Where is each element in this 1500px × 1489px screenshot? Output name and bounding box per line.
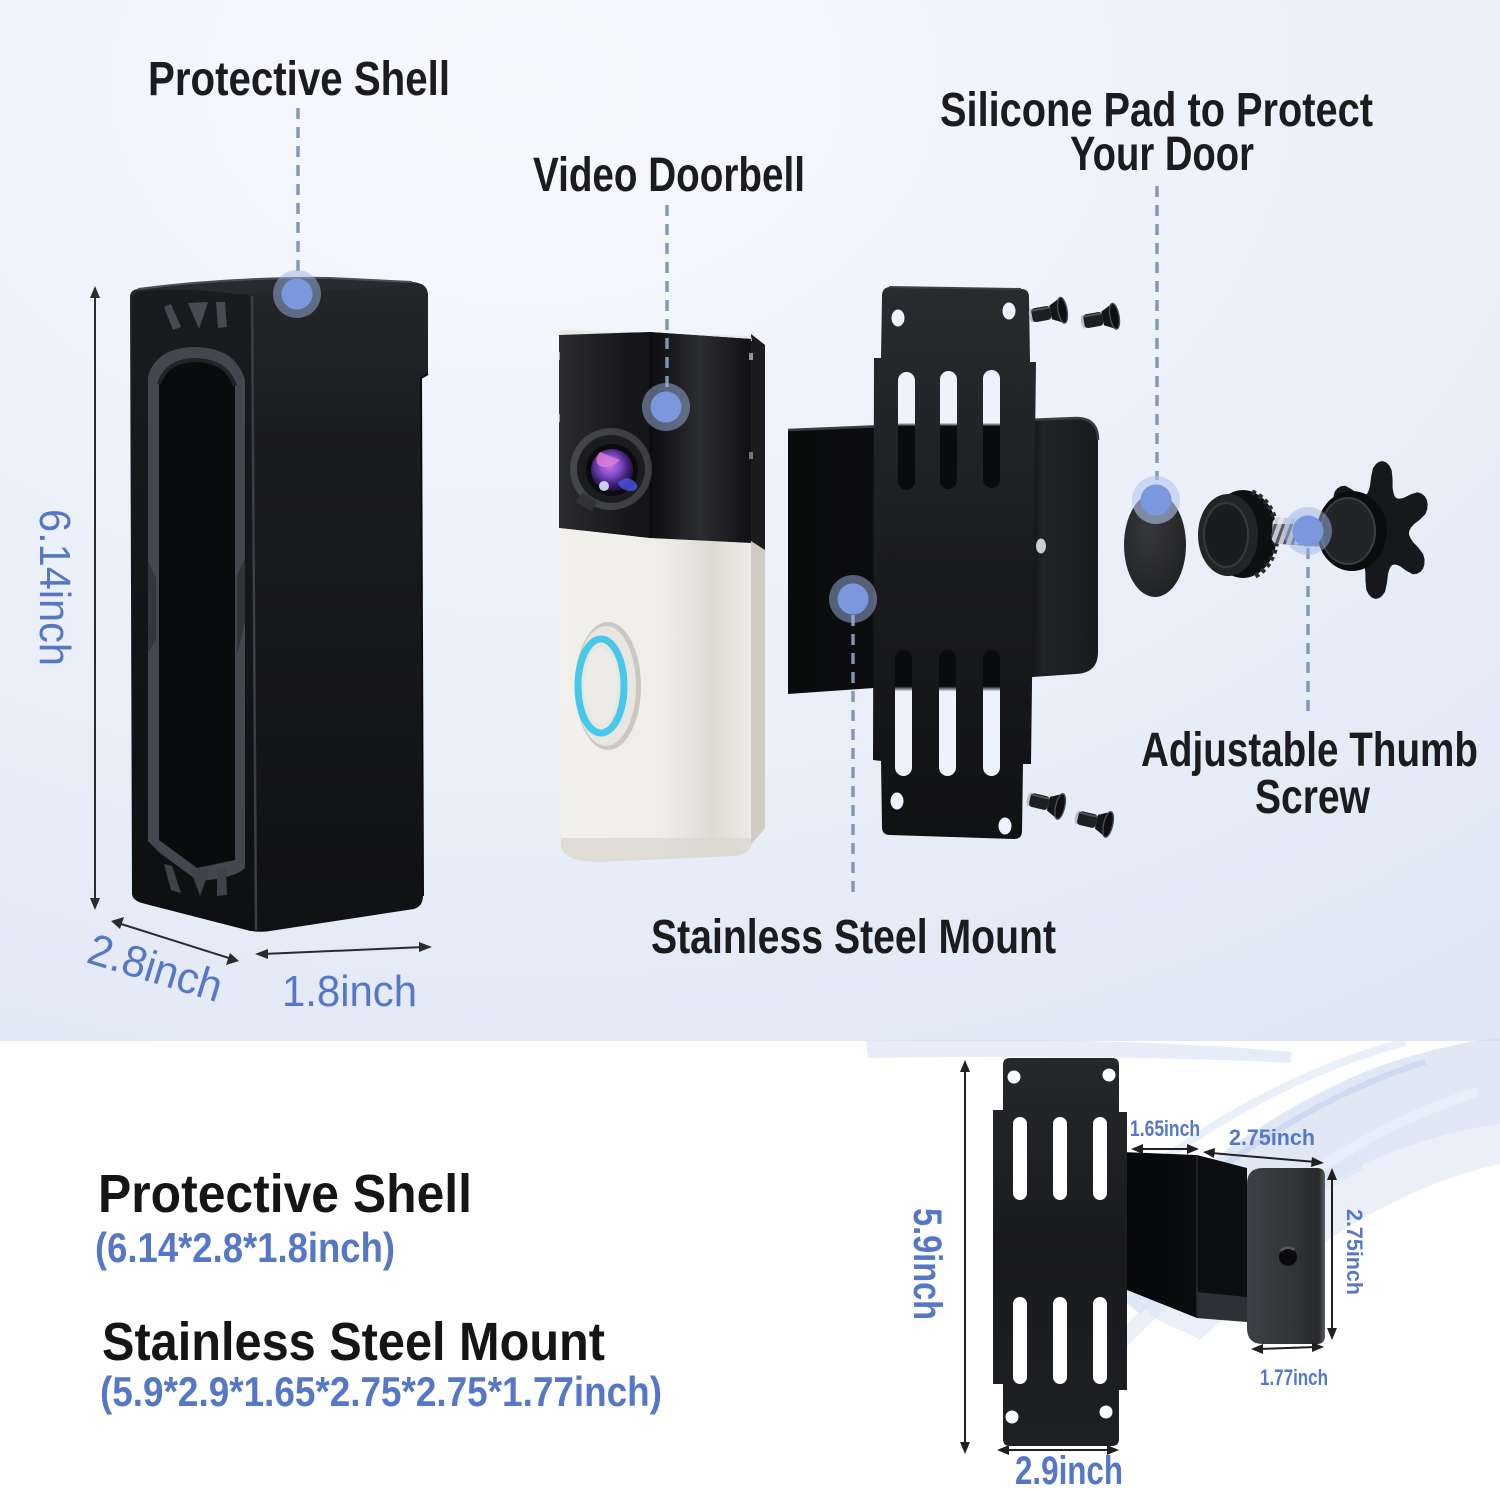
- svg-text:5.9inch: 5.9inch: [905, 1208, 949, 1320]
- svg-text:(5.9*2.9*1.65*2.75*2.75*1.77in: (5.9*2.9*1.65*2.75*2.75*1.77inch): [100, 1368, 662, 1415]
- svg-text:Protective Shell: Protective Shell: [98, 1164, 472, 1224]
- svg-text:2.75inch: 2.75inch: [1342, 1209, 1367, 1295]
- svg-text:Adjustable Thumb: Adjustable Thumb: [1141, 724, 1478, 777]
- svg-text:Your Door: Your Door: [1070, 128, 1254, 181]
- svg-text:2.75inch: 2.75inch: [1229, 1125, 1315, 1150]
- svg-text:Silicone Pad to Protect: Silicone Pad to Protect: [940, 84, 1373, 137]
- svg-text:6.14inch: 6.14inch: [30, 509, 79, 666]
- svg-text:Video Doorbell: Video Doorbell: [533, 149, 805, 202]
- svg-text:Screw: Screw: [1255, 771, 1371, 824]
- svg-text:(6.14*2.8*1.8inch): (6.14*2.8*1.8inch): [95, 1224, 395, 1271]
- svg-text:Stainless Steel Mount: Stainless Steel Mount: [651, 911, 1056, 964]
- svg-text:1.65inch: 1.65inch: [1130, 1116, 1200, 1141]
- svg-text:1.77inch: 1.77inch: [1260, 1365, 1328, 1390]
- svg-text:1.8inch: 1.8inch: [282, 967, 417, 1016]
- svg-text:2.9inch: 2.9inch: [1015, 1449, 1123, 1489]
- svg-text:Protective Shell: Protective Shell: [148, 53, 450, 106]
- svg-text:Stainless Steel Mount: Stainless Steel Mount: [102, 1312, 605, 1372]
